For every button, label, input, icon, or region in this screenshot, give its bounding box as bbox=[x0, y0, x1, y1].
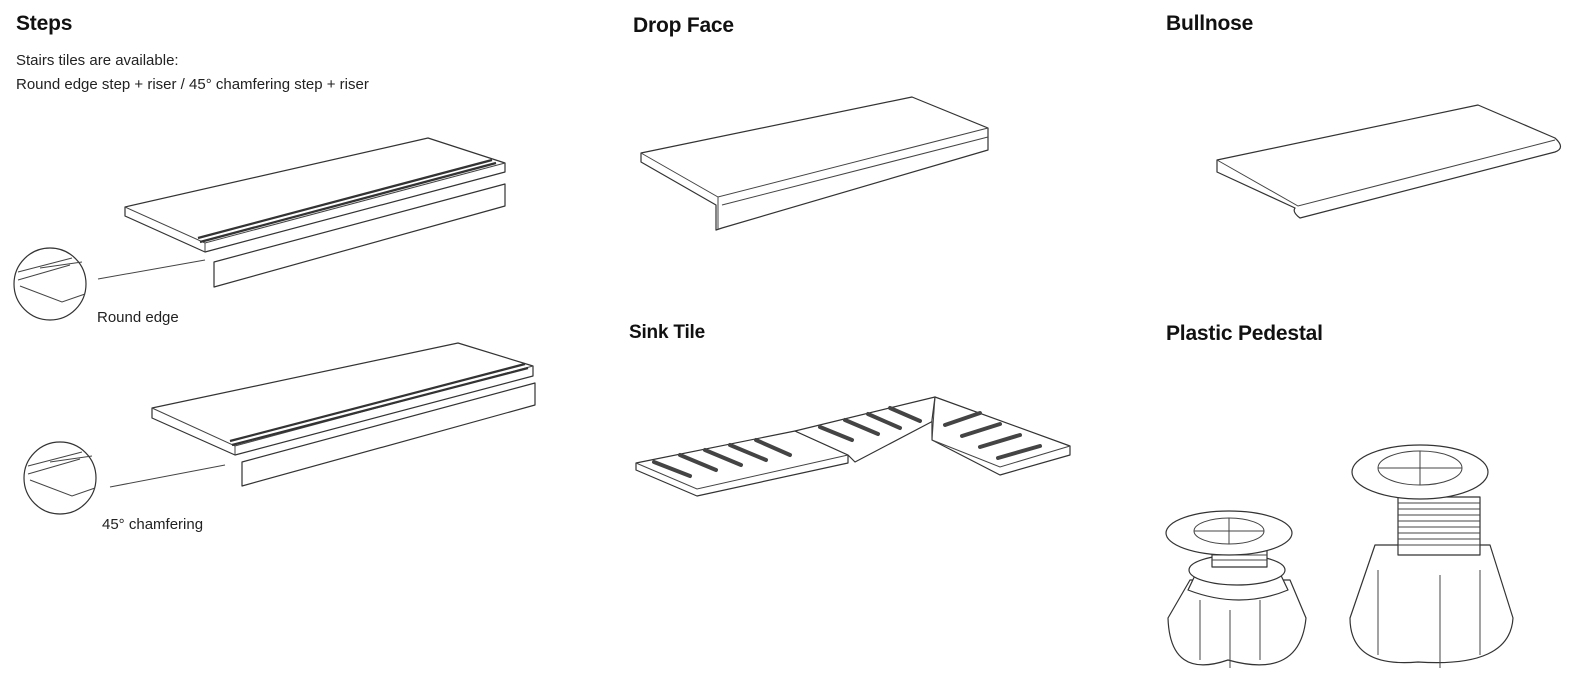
steps-title: Steps bbox=[16, 12, 73, 35]
chamfer-label: 45° chamfering bbox=[102, 516, 204, 533]
bullnose-illustration bbox=[1216, 104, 1562, 219]
round-edge-step-illustration bbox=[13, 137, 506, 321]
drop-face-title: Drop Face bbox=[633, 14, 734, 37]
plastic-pedestal-title: Plastic Pedestal bbox=[1166, 322, 1323, 345]
drop-face-illustration bbox=[640, 96, 989, 231]
sink-tile-illustration bbox=[635, 396, 1071, 497]
small-pedestal-illustration bbox=[1165, 510, 1307, 668]
tall-pedestal-illustration bbox=[1349, 444, 1514, 668]
steps-description-line1: Stairs tiles are available: bbox=[16, 52, 179, 69]
bullnose-title: Bullnose bbox=[1166, 12, 1254, 35]
round-edge-label: Round edge bbox=[97, 309, 179, 326]
steps-description-line2: Round edge step + riser / 45° chamfering… bbox=[16, 76, 369, 93]
chamfer-step-illustration bbox=[23, 342, 536, 515]
sink-tile-title: Sink Tile bbox=[629, 322, 705, 343]
